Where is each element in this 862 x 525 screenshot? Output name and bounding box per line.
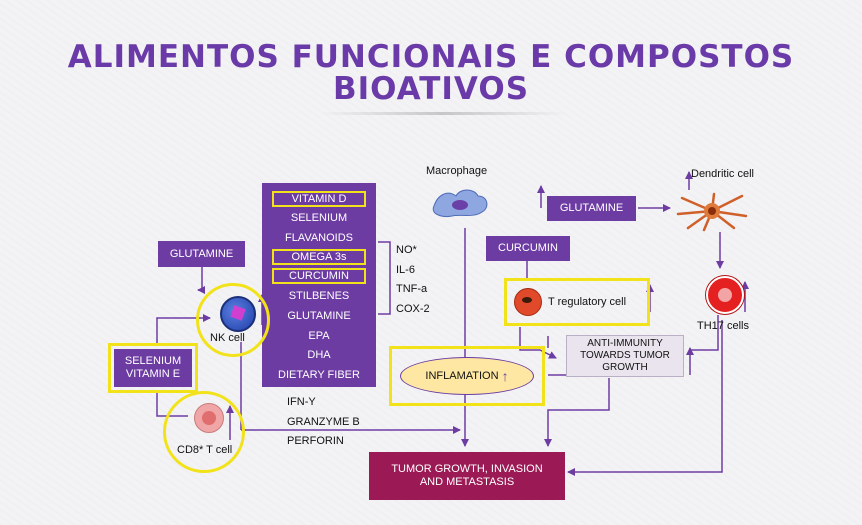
anti-immunity-line-1: ANTI-IMMUNITY: [587, 338, 663, 349]
tumor-line-1: TUMOR GROWTH, INVASION: [391, 463, 543, 475]
nutrient-flavanoids: FLAVANOIDS: [284, 232, 354, 244]
effector-ifn-y: IFN-Y: [287, 396, 316, 408]
th17-cell-icon: [706, 276, 744, 314]
nutrient-vitamin-d: VITAMIN D: [272, 191, 366, 207]
nk-cell-icon: [220, 296, 256, 332]
tumor-line-2: AND METASTASIS: [419, 476, 515, 488]
selenium-vitamin-e-box: SELENIUM VITAMIN E: [114, 349, 192, 387]
inflamation-frame: [389, 346, 545, 406]
treg-label: T regulatory cell: [548, 296, 627, 308]
title-line-1: ALIMENTOS FUNCIONAIS E COMPOSTOS: [67, 39, 795, 75]
tumor-growth-box: TUMOR GROWTH, INVASION AND METASTASIS: [369, 452, 565, 500]
effector-granzyme-b: GRANZYME B: [287, 416, 360, 428]
inflamation-label: INFLAMATION: [425, 369, 499, 382]
mediator-tnfa: TNF-a: [396, 283, 428, 295]
glutamine-left-box: GLUTAMINE: [158, 241, 245, 267]
dendritic-icon: [676, 192, 748, 232]
title-divider: [318, 112, 568, 115]
nk-cell-highlight: [196, 283, 270, 357]
selenium-label: SELENIUM: [124, 355, 182, 367]
mediator-no: NO*: [396, 244, 417, 256]
inflamation-ellipse: INFLAMATION ↑: [400, 357, 534, 395]
nutrient-dha: DHA: [307, 349, 331, 361]
nutrient-selenium: SELENIUM: [290, 212, 348, 224]
anti-immunity-box: ANTI-IMMUNITY TOWARDS TUMOR GROWTH: [566, 335, 684, 377]
nutrient-curcumin: CURCUMIN: [272, 268, 366, 284]
nutrient-list: VITAMIN D SELENIUM FLAVANOIDS OMEGA 3s C…: [262, 183, 376, 387]
macrophage-icon: [432, 189, 488, 217]
vitamin-e-label: VITAMIN E: [125, 368, 181, 380]
nutrient-dietary-fiber: DIETARY FIBER: [278, 369, 360, 381]
mediator-cox2: COX-2: [396, 303, 430, 315]
macrophage-label: Macrophage: [426, 165, 488, 177]
nutrient-stilbenes: STILBENES: [288, 290, 350, 302]
cd8-cell-label: CD8* T cell: [177, 444, 233, 456]
nutrient-epa: EPA: [308, 330, 330, 342]
treg-frame: [504, 278, 650, 326]
mediator-il6: IL-6: [396, 264, 415, 276]
th17-cell-nucleus: [718, 288, 732, 302]
selenium-vitamin-e-frame: [108, 343, 198, 393]
effector-perforin: PERFORIN: [287, 435, 344, 447]
curcumin-box: CURCUMIN: [486, 236, 570, 261]
cd8-cell-nucleus: [202, 411, 216, 425]
glutamine-right-box: GLUTAMINE: [547, 196, 636, 221]
anti-immunity-line-2: TOWARDS TUMOR: [580, 350, 670, 361]
dendritic-label: Dendritic cell: [691, 168, 754, 180]
nutrient-omega-3s: OMEGA 3s: [272, 249, 366, 265]
nk-cell-label: NK cell: [210, 332, 245, 344]
title-line-2: BIOATIVOS: [332, 71, 530, 107]
nutrient-glutamine: GLUTAMINE: [287, 310, 351, 322]
up-arrow-icon: ↑: [501, 367, 509, 384]
th17-label: TH17 cells: [697, 320, 749, 332]
anti-immunity-line-3: GROWTH: [602, 362, 648, 373]
treg-cell-nucleus: [522, 297, 532, 303]
cd8-cell-highlight: [163, 391, 245, 473]
